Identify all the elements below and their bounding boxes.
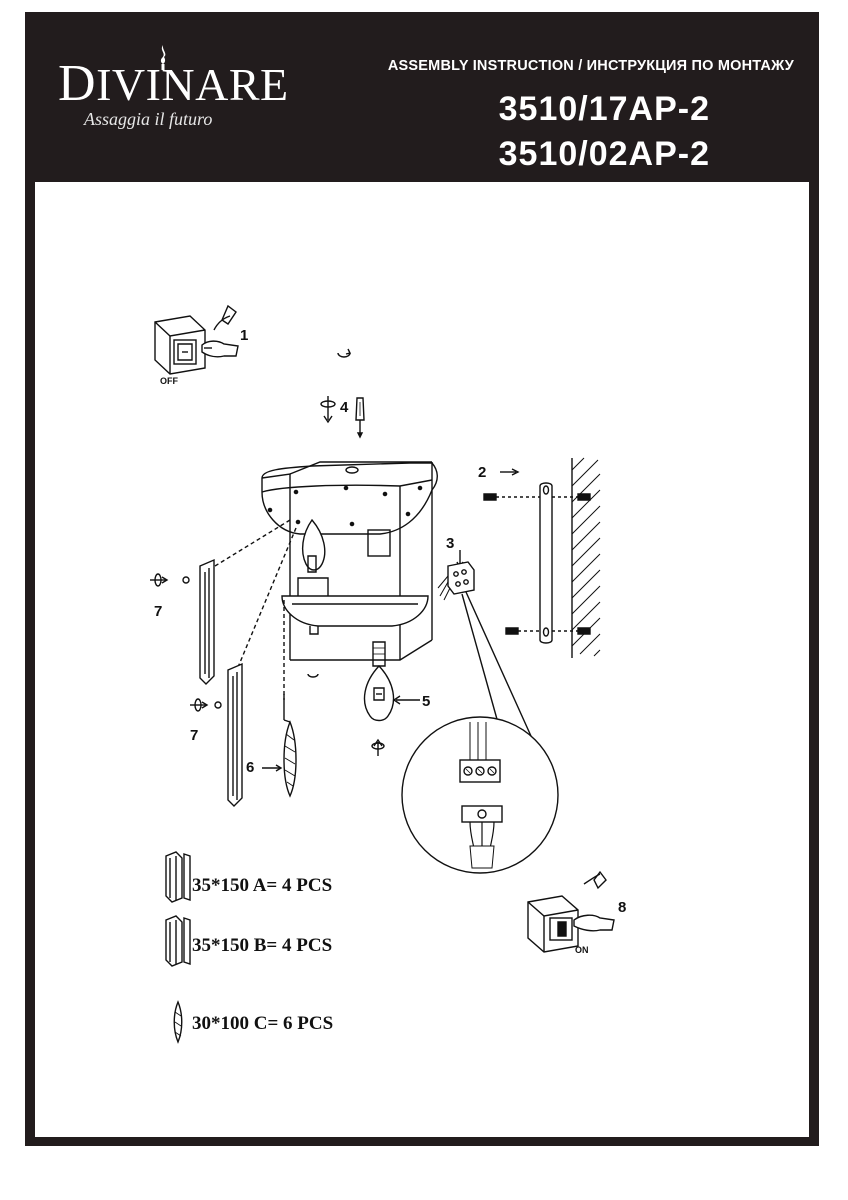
wall-surface — [571, 457, 601, 658]
switch-off-icon — [154, 315, 206, 375]
hand-press-icon — [573, 870, 615, 932]
step-4-label: 4 — [340, 399, 349, 416]
switch-off-label: OFF — [160, 376, 178, 386]
model-number: 3510/02AP-2 — [498, 135, 710, 173]
crystal-panel-a — [199, 558, 215, 685]
crystal-b-icon — [165, 915, 191, 967]
terminal-block-icon — [437, 550, 541, 757]
brand-tagline: Assaggia il futuro — [84, 109, 213, 129]
brand-logo: DIVINARE Assaggia il futuro — [58, 44, 298, 154]
wall-lamp-body — [261, 461, 438, 661]
part-spec: 35*150 A= 4 PCS — [192, 875, 333, 896]
screw-icon — [483, 493, 591, 635]
parts-list-item: 30*100 C= 6 PCS — [192, 1014, 333, 1033]
flame-icon — [160, 45, 166, 70]
candle-bulb-icon — [363, 641, 420, 722]
step-6-label: 6 — [246, 759, 255, 776]
rotate-arrow-icon — [337, 348, 352, 358]
rotate-arrow-icon — [307, 673, 385, 756]
screwdriver-icon — [355, 397, 365, 439]
switch-on-label: ON — [575, 945, 589, 955]
step-5-label: 5 — [422, 693, 431, 710]
crystal-c-icon — [173, 1000, 183, 1044]
mounting-bracket — [500, 468, 553, 644]
step-2-label: 2 — [478, 464, 487, 481]
step-1-label: 1 — [240, 327, 249, 344]
hand-press-icon — [201, 304, 239, 358]
part-spec: 30*100 C= 6 PCS — [192, 1013, 334, 1034]
step-7-label: 7 — [154, 603, 163, 620]
rotate-arrow-icon — [150, 573, 222, 712]
rotate-arrow-icon — [320, 396, 336, 424]
model-number: 3510/17AP-2 — [498, 90, 710, 128]
crystal-a-icon — [165, 851, 191, 903]
crystal-pendant-c — [262, 694, 297, 798]
crystal-panel-b — [227, 662, 243, 807]
wiring-detail-circle — [401, 716, 559, 874]
part-spec: 35*150 B= 4 PCS — [192, 935, 333, 956]
brand-name: DIVINARE — [58, 55, 289, 112]
document-title: ASSEMBLY INSTRUCTION / ИНСТРУКЦИЯ ПО МОН… — [387, 58, 794, 74]
step-7-label: 7 — [190, 727, 199, 744]
parts-list-item: 35*150 A= 4 PCS — [192, 876, 332, 895]
switch-on-icon — [527, 895, 579, 953]
step-3-label: 3 — [446, 535, 455, 552]
step-8-label: 8 — [618, 899, 627, 916]
parts-list-item: 35*150 B= 4 PCS — [192, 936, 332, 955]
